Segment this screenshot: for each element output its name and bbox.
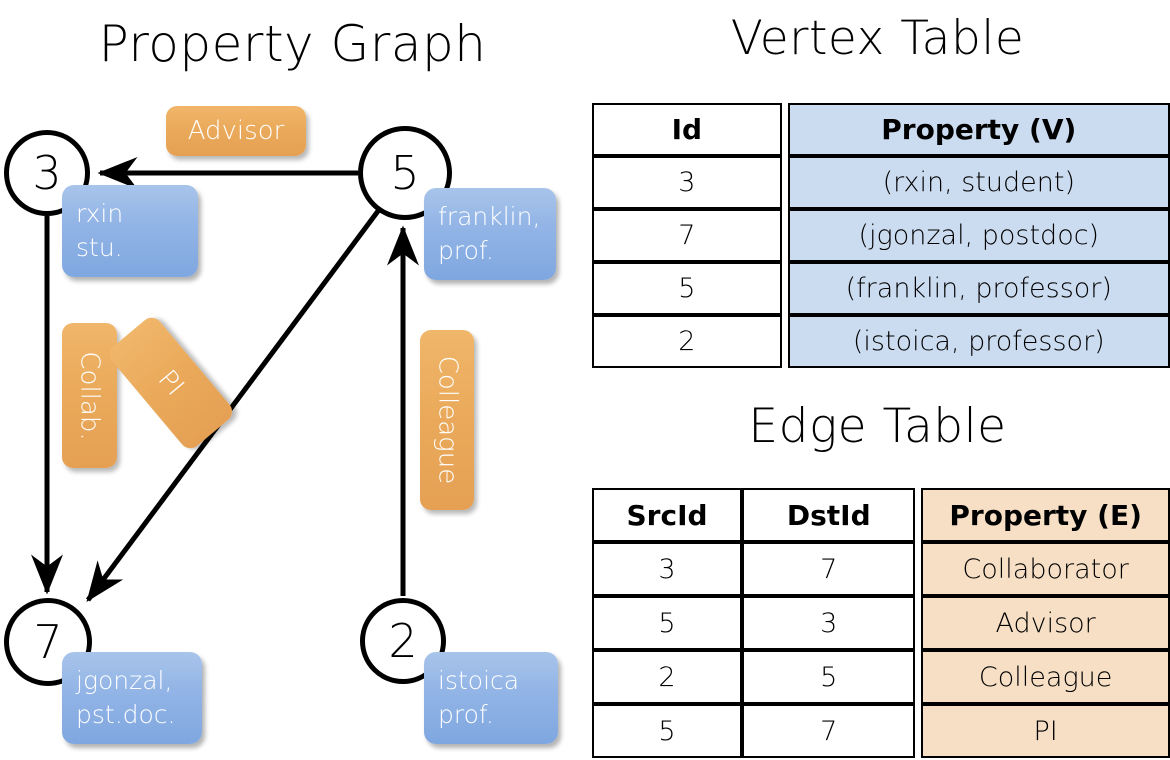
edge-table-column-gap	[915, 704, 922, 758]
edge-table-cell-srcid: 5	[592, 596, 743, 650]
edge-table-cell-property: Advisor	[921, 596, 1170, 650]
edge-table-cell-property: Colleague	[921, 650, 1170, 704]
vertex-property-jgonzal-line2: pst.doc.	[76, 700, 176, 729]
edge-table-header-row: SrcId DstId Property (E)	[592, 488, 1170, 542]
vertex-table-cell-property: (rxin, student)	[787, 156, 1170, 209]
vertex-table-cell-property: (franklin, professor)	[787, 262, 1170, 315]
page-title-vertex-table: Vertex Table	[730, 11, 1025, 66]
graph-node-3-label: 3	[32, 146, 62, 200]
property-graph-diagram: 3 5 7 2 rxin stu. franklin, prof. jgonza…	[4, 106, 558, 744]
vertex-table-column-gap	[781, 209, 788, 262]
vertex-table-column-gap	[781, 262, 788, 315]
graph-edge-lines	[31, 157, 419, 603]
edge-label-advisor-text: Advisor	[187, 116, 285, 146]
table-row[interactable]: 5 7 PI	[592, 704, 1170, 758]
vertex-table-header-id: Id	[592, 103, 782, 156]
vertex-table-cell-id: 3	[592, 156, 782, 209]
edge-table: SrcId DstId Property (E) 3 7 Collaborato…	[592, 488, 1170, 758]
vertex-property-rxin-line2: stu.	[76, 233, 123, 262]
table-row[interactable]: 2 (istoica, professor)	[592, 315, 1170, 368]
vertex-property-box-rxin[interactable]: rxin stu.	[62, 185, 198, 277]
vertex-property-franklin-line2: prof.	[438, 236, 494, 265]
vertex-property-franklin-line1: franklin,	[438, 202, 541, 231]
edge-table-cell-srcid: 2	[592, 650, 743, 704]
edge-table-cell-dstid: 7	[742, 704, 916, 758]
vertex-property-rxin-line1: rxin	[76, 199, 124, 228]
edge-table-column-gap	[915, 488, 922, 542]
vertex-table-column-gap	[781, 156, 788, 209]
table-row[interactable]: 5 3 Advisor	[592, 596, 1170, 650]
edge-table-header-property: Property (E)	[921, 488, 1170, 542]
edge-table-column-gap	[915, 596, 922, 650]
vertex-table: Id Property (V) 3 (rxin, student) 7 (jgo…	[592, 103, 1170, 368]
edge-table-cell-srcid: 5	[592, 704, 743, 758]
edge-table-cell-dstid: 3	[742, 596, 916, 650]
graph-node-2-label: 2	[388, 614, 418, 668]
table-row[interactable]: 3 (rxin, student)	[592, 156, 1170, 209]
vertex-property-istoica-line2: prof.	[438, 700, 494, 729]
edge-label-colleague[interactable]: Colleague	[420, 330, 474, 510]
vertex-table-header-property: Property (V)	[787, 103, 1170, 156]
edge-table-cell-dstid: 5	[742, 650, 916, 704]
table-row[interactable]: 2 5 Colleague	[592, 650, 1170, 704]
edge-label-pi-text: PI	[151, 364, 190, 402]
page-title-edge-table: Edge Table	[748, 399, 1007, 454]
edge-table-cell-dstid: 7	[742, 542, 916, 596]
graph-node-5[interactable]: 5	[358, 126, 452, 220]
vertex-table-cell-id: 7	[592, 209, 782, 262]
edge-table-column-gap	[915, 650, 922, 704]
table-row[interactable]: 5 (franklin, professor)	[592, 262, 1170, 315]
edge-label-advisor[interactable]: Advisor	[166, 106, 306, 156]
page-title-property-graph: Property Graph	[98, 15, 487, 73]
edge-table-cell-property: Collaborator	[921, 542, 1170, 596]
table-row[interactable]: 7 (jgonzal, postdoc)	[592, 209, 1170, 262]
vertex-table-cell-id: 5	[592, 262, 782, 315]
vertex-table-header-row: Id Property (V)	[592, 103, 1170, 156]
graph-node-2[interactable]: 2	[360, 598, 446, 684]
vertex-table-cell-property: (jgonzal, postdoc)	[787, 209, 1170, 262]
edge-table-header-srcid: SrcId	[592, 488, 743, 542]
table-row[interactable]: 3 7 Collaborator	[592, 542, 1170, 596]
edge-table-cell-property: PI	[921, 704, 1170, 758]
edge-5-to-7	[85, 201, 387, 603]
vertex-table-column-gap	[781, 315, 788, 368]
vertex-property-jgonzal-line1: jgonzal,	[76, 666, 173, 695]
vertex-property-box-franklin[interactable]: franklin, prof.	[424, 188, 556, 280]
edge-table-cell-srcid: 3	[592, 542, 743, 596]
vertex-table-column-gap	[781, 103, 788, 156]
vertex-property-istoica-line1: istoica	[438, 666, 520, 695]
edge-table-header-dstid: DstId	[742, 488, 916, 542]
vertex-table-cell-property: (istoica, professor)	[787, 315, 1170, 368]
edge-label-collab[interactable]: Collab.	[62, 323, 117, 468]
edge-label-collab-text: Collab.	[74, 350, 105, 441]
vertex-table-cell-id: 2	[592, 315, 782, 368]
graph-node-7-label: 7	[33, 615, 63, 669]
edge-label-colleague-text: Colleague	[432, 355, 463, 485]
vertex-property-box-jgonzal[interactable]: jgonzal, pst.doc.	[62, 652, 202, 744]
vertex-property-box-istoica[interactable]: istoica prof.	[424, 652, 558, 744]
graph-node-5-label: 5	[390, 146, 420, 200]
edge-table-column-gap	[915, 542, 922, 596]
